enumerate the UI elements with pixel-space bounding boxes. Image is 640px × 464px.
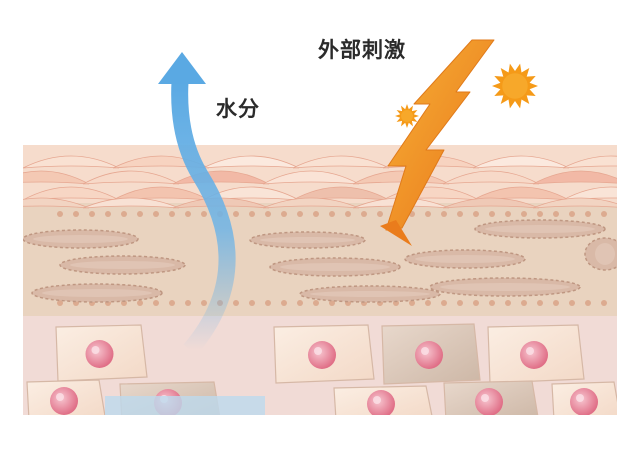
granule-dot [489, 211, 495, 217]
granule-dot [585, 211, 591, 217]
corneocyte-scale [262, 197, 360, 209]
granule-dot [265, 211, 271, 217]
corneocyte-scale [202, 155, 300, 169]
granule-dot [537, 300, 543, 306]
granule-dot [601, 300, 607, 306]
granule-dot [281, 300, 287, 306]
granule-dot [169, 300, 175, 306]
corneocyte-scale [23, 197, 90, 209]
granule-dot [585, 300, 591, 306]
corneocyte-scale [23, 170, 90, 185]
corneocyte-scale [82, 197, 180, 209]
granule-dot [185, 300, 191, 306]
granule-dot [281, 211, 287, 217]
cell-nucleus [415, 341, 443, 369]
corneocyte-scale [442, 170, 540, 185]
granule-dot [521, 300, 527, 306]
granule-dot [73, 211, 79, 217]
granule-dot [601, 211, 607, 217]
lightning-arrow-icon [380, 39, 495, 246]
granule-dot [425, 211, 431, 217]
cell-nucleus [50, 387, 78, 415]
granule-dot [377, 211, 383, 217]
granule-dot [89, 211, 95, 217]
granule-dot [441, 300, 447, 306]
granule-dot [137, 211, 143, 217]
granule-dot [553, 211, 559, 217]
cell-nucleus [520, 341, 548, 369]
corneocyte-scale [532, 197, 617, 209]
granule-dot [505, 300, 511, 306]
granule-dot [409, 300, 415, 306]
granule-dot [553, 300, 559, 306]
corneocyte-scale [262, 170, 360, 185]
cell-nucleus [475, 388, 503, 415]
granule-dot [121, 211, 127, 217]
granule-dot [201, 300, 207, 306]
moisture-base [105, 396, 265, 415]
granule-dot [425, 300, 431, 306]
corneocyte-scale [623, 198, 640, 208]
up-arrow-icon [158, 52, 236, 356]
granule-dot [265, 300, 271, 306]
granule-dot [441, 211, 447, 217]
granule-dot [313, 211, 319, 217]
moisture-label: 水分 [216, 97, 260, 121]
granule-dot [169, 211, 175, 217]
spiky-sun-core [502, 73, 528, 99]
granule-dot [569, 211, 575, 217]
corneocyte-scale [532, 170, 617, 185]
granule-dot [521, 211, 527, 217]
corneocyte-scale [623, 171, 640, 184]
cell-nucleus [367, 390, 395, 415]
granule-dot [329, 300, 335, 306]
granule-dots [57, 211, 607, 306]
lipid-blobs [23, 219, 617, 303]
corneocyte-scale [23, 155, 120, 169]
granule-dot [537, 211, 543, 217]
corneocyte-scale [472, 155, 570, 169]
granule-dot [313, 300, 319, 306]
granule-dot [569, 300, 575, 306]
granule-dot [153, 211, 159, 217]
corneocyte-scale [562, 155, 617, 169]
granule-dot [505, 211, 511, 217]
granule-dot [185, 211, 191, 217]
granule-dot [105, 211, 111, 217]
granule-dot [457, 300, 463, 306]
granule-dot [249, 211, 255, 217]
granule-dot [329, 211, 335, 217]
corneocyte-scale [82, 170, 180, 185]
corneocyte-scale [292, 155, 390, 169]
granule-dot [153, 300, 159, 306]
granule-dot [249, 300, 255, 306]
cell-nucleus [85, 340, 114, 368]
basal-cells [26, 323, 617, 415]
granule-dot [57, 300, 63, 306]
granule-dot [137, 300, 143, 306]
granule-dot [297, 300, 303, 306]
granule-dot [361, 211, 367, 217]
corneocyte-scale [442, 197, 540, 209]
granule-dot [233, 211, 239, 217]
granule-dot [473, 300, 479, 306]
granule-dot [297, 211, 303, 217]
granule-dot [473, 211, 479, 217]
external-stimulus-label: 外部刺激 [318, 38, 406, 62]
granule-dot [57, 211, 63, 217]
granule-dot [457, 211, 463, 217]
granule-dot [489, 300, 495, 306]
granule-dot [345, 211, 351, 217]
cell-nucleus [570, 388, 598, 415]
cell-nucleus [308, 341, 336, 369]
spiky-sun-core [401, 110, 413, 122]
granule-dot [233, 300, 239, 306]
granule-dot [201, 211, 207, 217]
